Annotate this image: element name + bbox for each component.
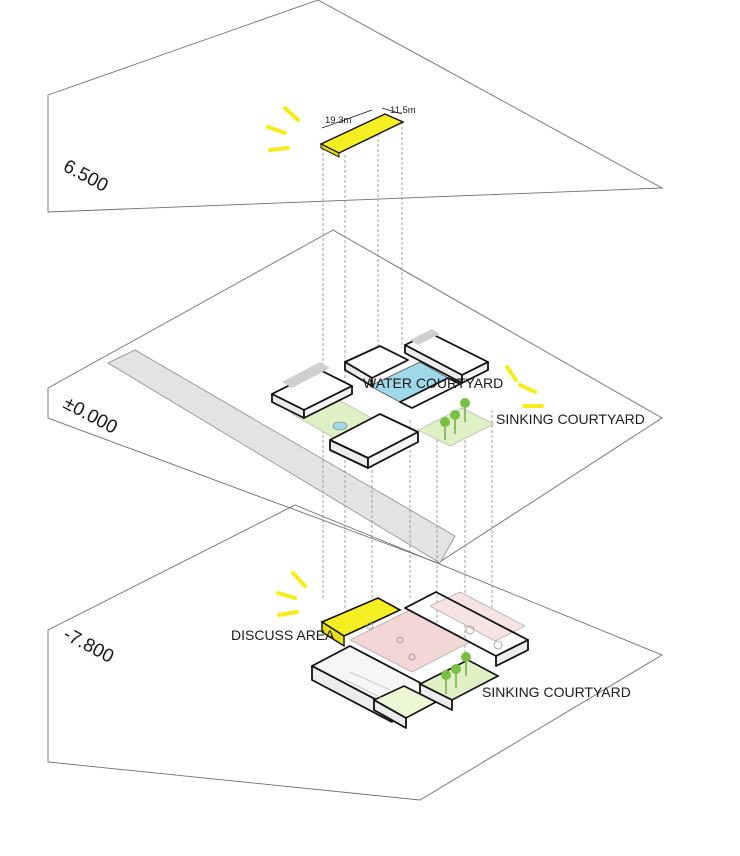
dimension-length: 19.3m [325,115,351,126]
plane-upper [47,0,664,213]
level-label-basement: -7.800 [60,624,117,668]
ground-level-massing [271,329,495,469]
tree-icons-ground [440,398,470,440]
projection-lines [322,122,493,660]
sun-ray-icon-basement [276,571,307,617]
tree-icons-basement [441,652,471,694]
upper-level-volume: 19.3m 11.5m [319,105,416,158]
sun-ray-icon-upper [266,106,300,152]
dimension-width: 11.5m [390,105,416,116]
label-water-courtyard: WATER COURTYARD [363,375,503,391]
level-label-upper: 6.500 [60,156,112,197]
plane-basement [47,504,664,801]
basement-level-massing [311,591,529,729]
level-label-ground: ±0.000 [60,393,121,439]
plane-ground [47,229,663,564]
sun-ray-icon-ground [505,365,544,408]
label-discuss-area: DISCUSS AREA [231,627,335,643]
sinking-courtyard-ground [417,407,495,447]
fountain [332,421,348,431]
label-sinking-courtyard-basement: SINKING COURTYARD [482,684,631,700]
road-strip [107,349,456,564]
label-sinking-courtyard-ground: SINKING COURTYARD [496,411,645,427]
